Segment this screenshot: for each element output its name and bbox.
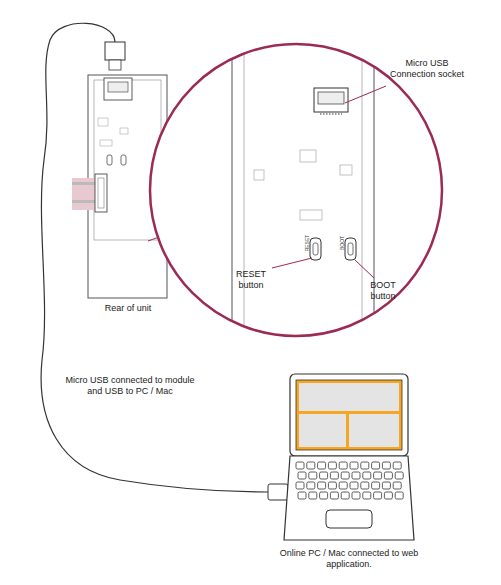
leader-line xyxy=(272,258,312,268)
caption-label: Online PC / Mac connected to web applica… xyxy=(274,548,424,570)
leader-line xyxy=(355,260,374,278)
callout-label: BOOT button xyxy=(360,280,406,302)
usb-plug xyxy=(105,42,125,60)
leader-line xyxy=(345,86,386,103)
caption-label: Rear of unit xyxy=(92,303,164,314)
magnified-view xyxy=(150,30,442,360)
cable-note: Micro USB connected to module and USB to… xyxy=(60,375,200,397)
laptop xyxy=(268,374,414,540)
callout-label: RESET button xyxy=(228,269,274,291)
callout-label: Micro USB Connection socket xyxy=(384,58,470,80)
button-marking: RESET xyxy=(304,232,310,254)
button-marking: BOOT xyxy=(339,232,345,254)
